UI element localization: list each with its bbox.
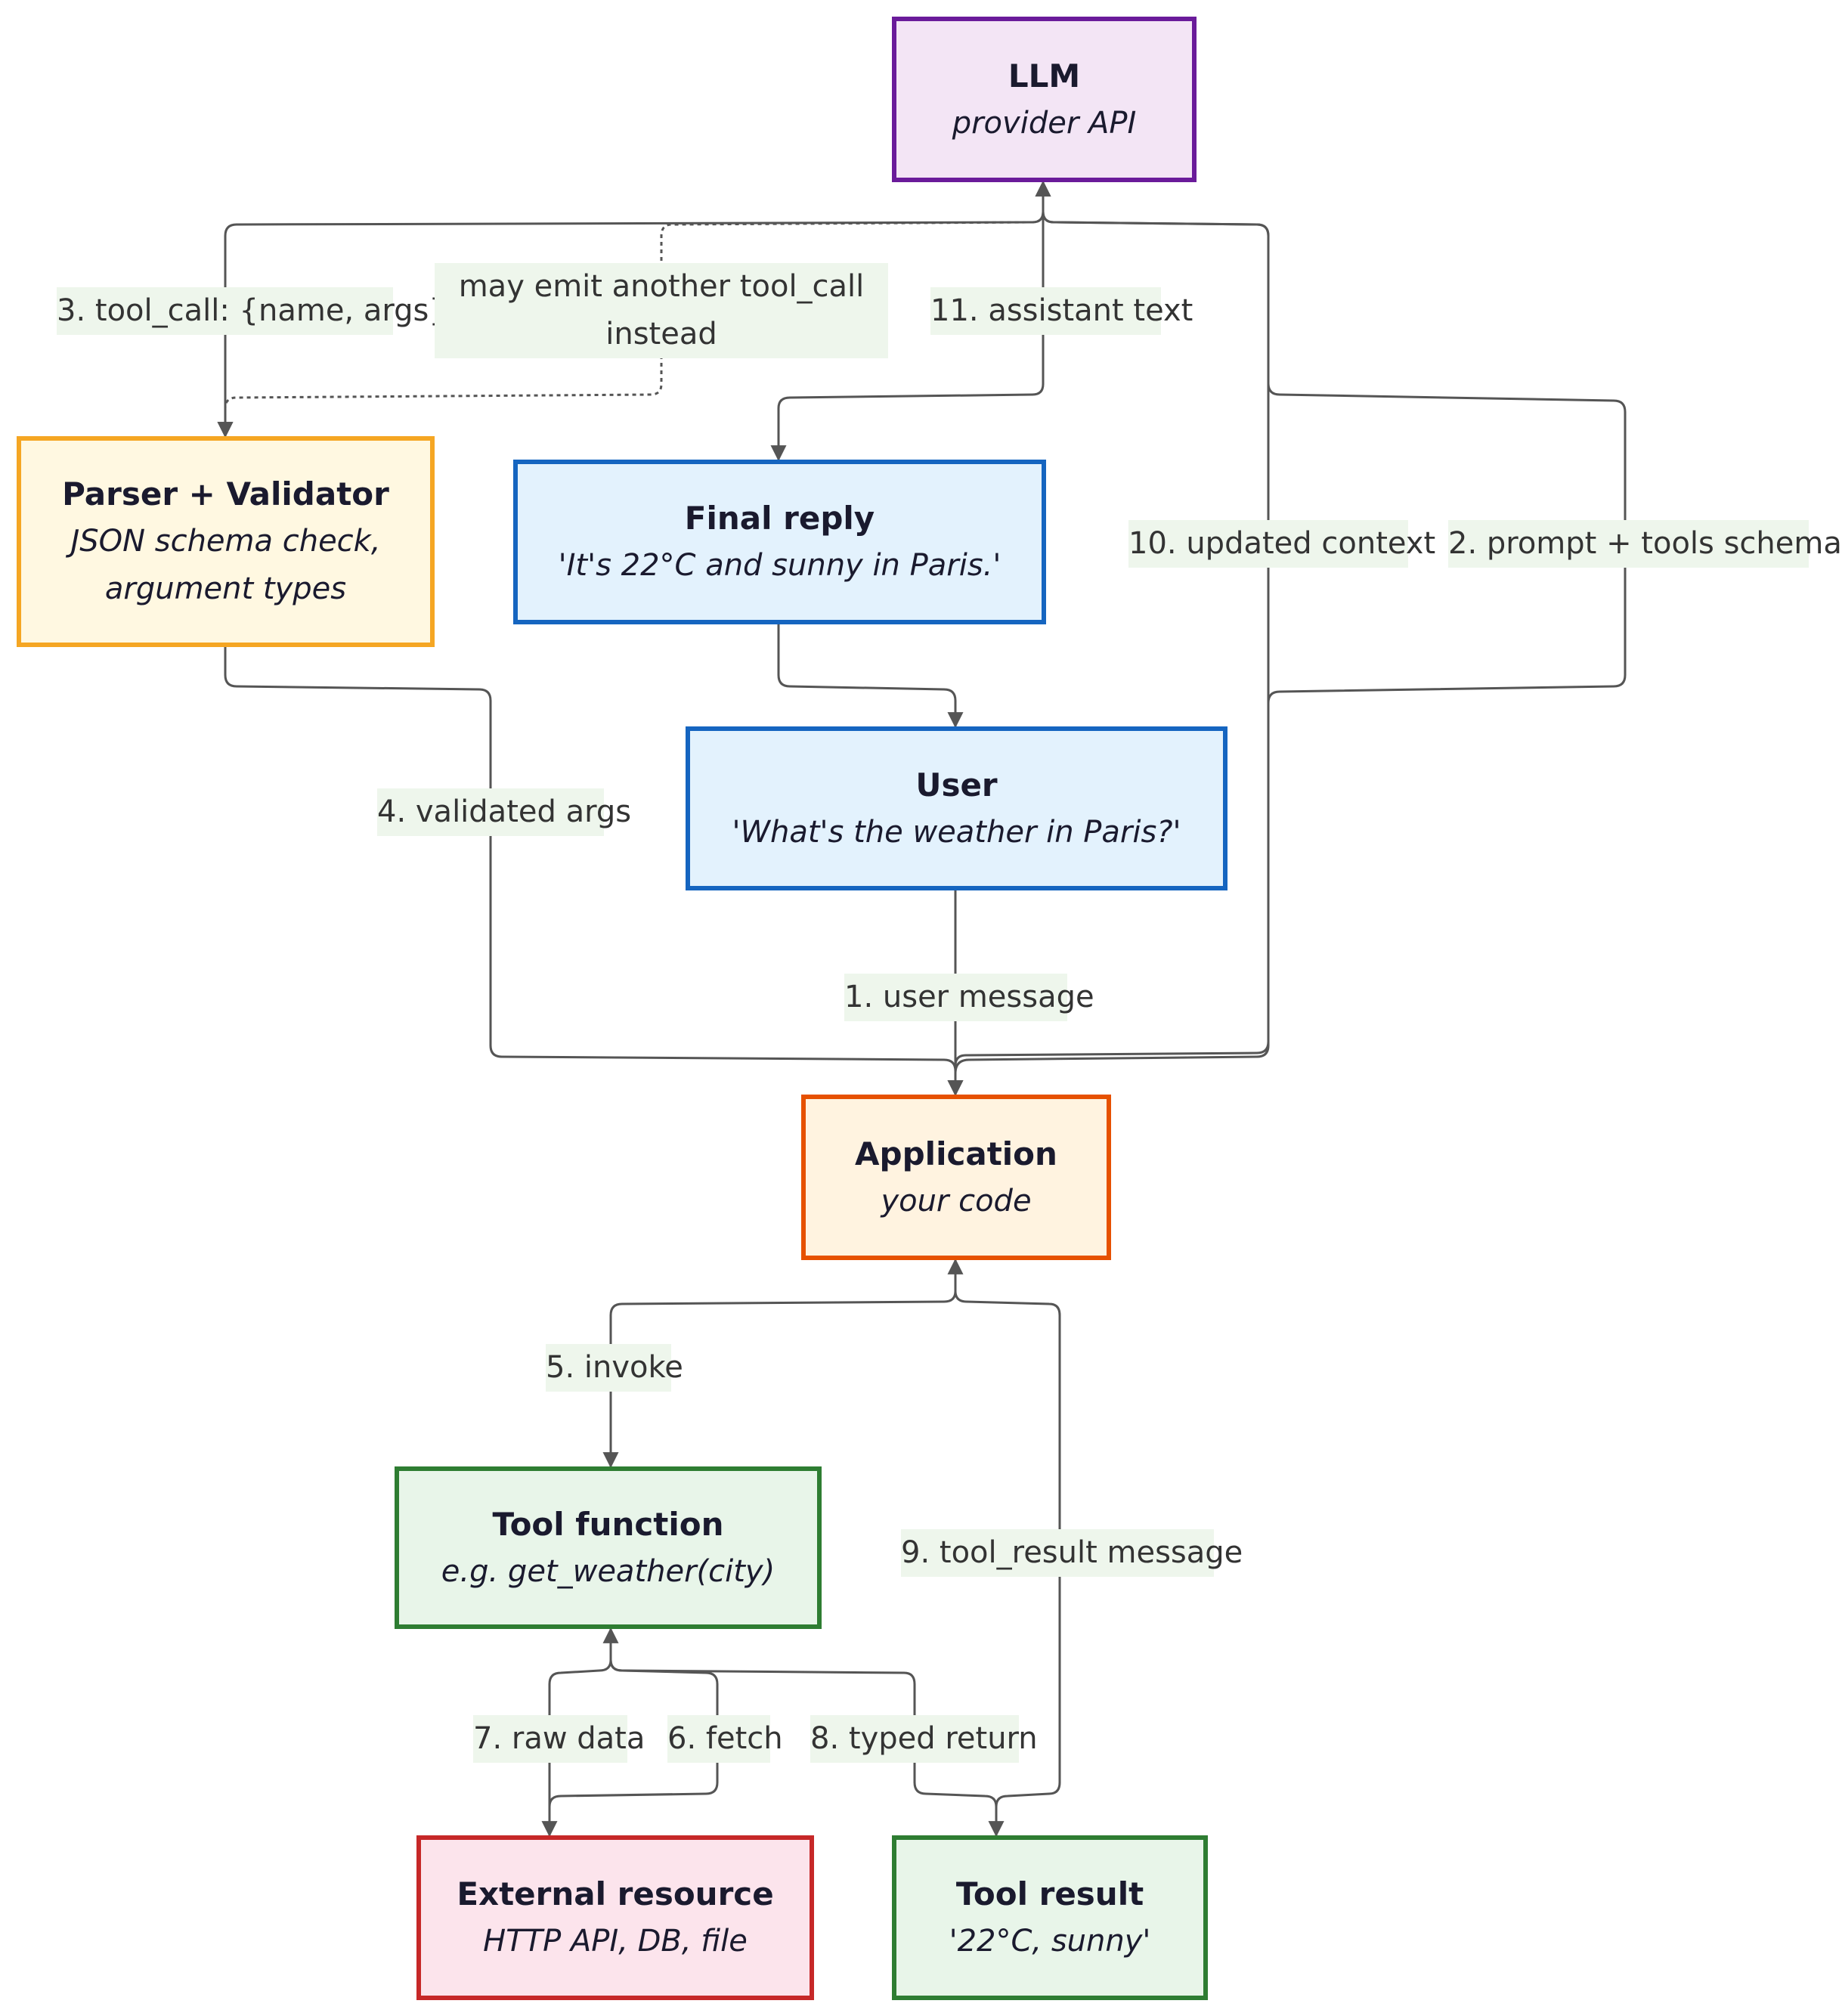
node-parser-validator: Parser + Validator JSON schema check, ar… [17, 436, 435, 647]
node-tool-result: Tool result '22°C, sunny' [892, 1835, 1208, 2000]
node-parser-subtitle-line2: argument types [104, 571, 347, 606]
label-validated-args: 4. validated args [377, 788, 631, 836]
node-external-resource-subtitle: HTTP API, DB, file [483, 1924, 748, 1959]
label-fetch: 6. fetch [667, 1715, 783, 1763]
node-tool-function: Tool function e.g. get_weather(city) [395, 1466, 822, 1629]
label-another-call: may emit another tool_call instead [435, 263, 888, 358]
node-external-resource: External resource HTTP API, DB, file [416, 1835, 814, 2000]
label-typed-return: 8. typed return [810, 1715, 1038, 1763]
edge-another-call [217, 182, 1045, 438]
label-tool-call: 3. tool_call: {name, args} [57, 287, 448, 335]
edge-updated-context [954, 180, 1270, 1095]
label-updated-context: 10. updated context [1128, 520, 1435, 568]
node-parser-subtitle-line1: JSON schema check, [70, 524, 381, 559]
node-tool-function-title: Tool function [492, 1505, 724, 1543]
node-application-subtitle: your code [881, 1183, 1032, 1219]
node-tool-result-subtitle: '22°C, sunny' [949, 1924, 1151, 1959]
node-user-subtitle: 'What's the weather in Paris?' [732, 814, 1181, 850]
label-prompt-tools: 2. prompt + tools schema [1448, 520, 1842, 568]
node-external-resource-title: External resource [457, 1875, 774, 1912]
node-tool-function-subtitle: e.g. get_weather(city) [441, 1553, 775, 1589]
node-final-reply-subtitle: 'It's 22°C and sunny in Paris.' [558, 548, 1001, 583]
node-user-title: User [915, 766, 998, 804]
edge-assistant-text [770, 182, 1045, 462]
node-application: Application your code [801, 1095, 1111, 1260]
node-tool-result-title: Tool result [955, 1875, 1144, 1912]
label-invoke: 5. invoke [546, 1344, 683, 1392]
node-application-title: Application [855, 1135, 1057, 1172]
node-final-reply-title: Final reply [684, 500, 875, 537]
label-another-call-line2: instead [605, 317, 717, 351]
label-user-message: 1. user message [844, 974, 1094, 1021]
node-parser-title: Parser + Validator [62, 475, 389, 513]
edge-validated-args [224, 647, 964, 1097]
label-another-call-line1: may emit another tool_call [458, 269, 865, 304]
edge-final-to-user [777, 624, 964, 729]
node-llm-title: LLM [1008, 57, 1081, 94]
node-final-reply: Final reply 'It's 22°C and sunny in Pari… [513, 460, 1046, 624]
node-llm-subtitle: provider API [952, 105, 1137, 141]
node-llm: LLM provider API [892, 17, 1197, 182]
label-tool-result-msg: 9. tool_result message [901, 1529, 1243, 1577]
label-raw-data: 7. raw data [473, 1715, 645, 1763]
label-assistant-text: 11. assistant text [930, 287, 1193, 335]
node-user: User 'What's the weather in Paris?' [686, 726, 1227, 890]
